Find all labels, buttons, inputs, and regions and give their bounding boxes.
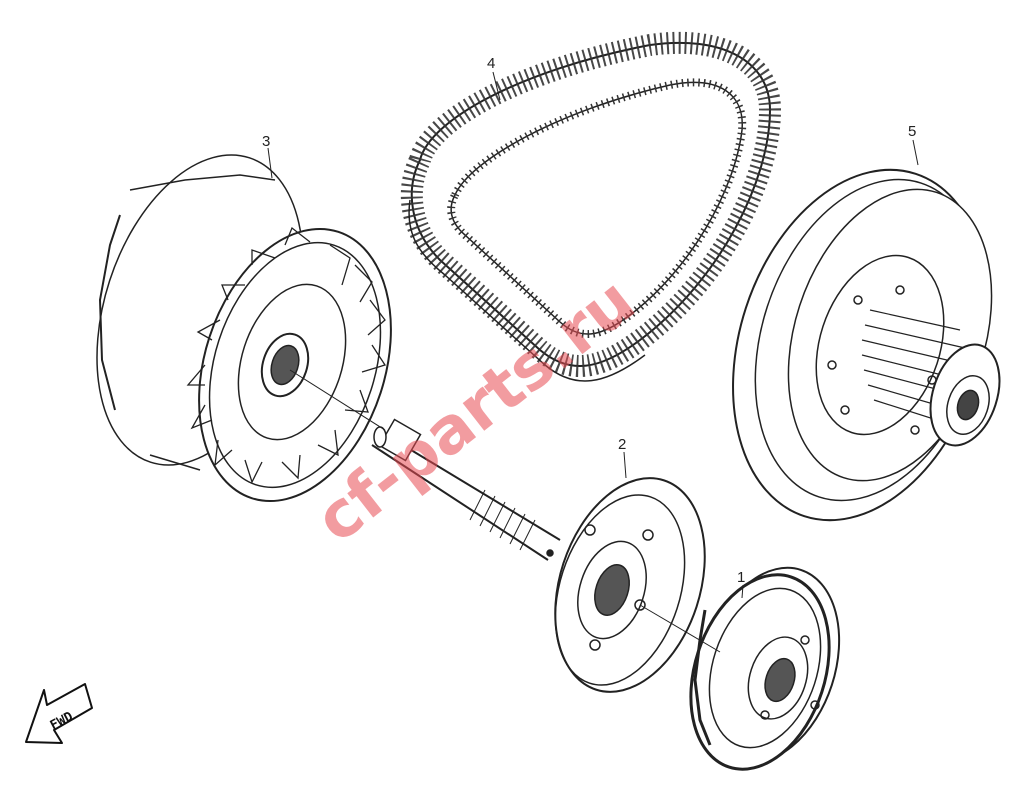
callout-number-3: 3 [262,133,270,150]
callout-number-4: 4 [487,55,495,72]
driven-pulley [732,168,1001,522]
drive-pulley-fan [96,154,392,503]
drive-belt [400,31,781,382]
fan-blades [186,226,387,484]
callout-leaders [267,71,919,599]
clutch-drum-with-shaft [371,418,706,693]
center-lines [289,369,721,653]
callout-number-1: 1 [737,569,745,586]
clutch-shoe-assembly [689,566,841,771]
driven-hub [861,309,1001,447]
callout-number-5: 5 [908,123,916,140]
arrow-left-icon [25,683,93,744]
callout-number-2: 2 [618,436,626,453]
fwd-direction-arrow: FWD [25,683,93,744]
